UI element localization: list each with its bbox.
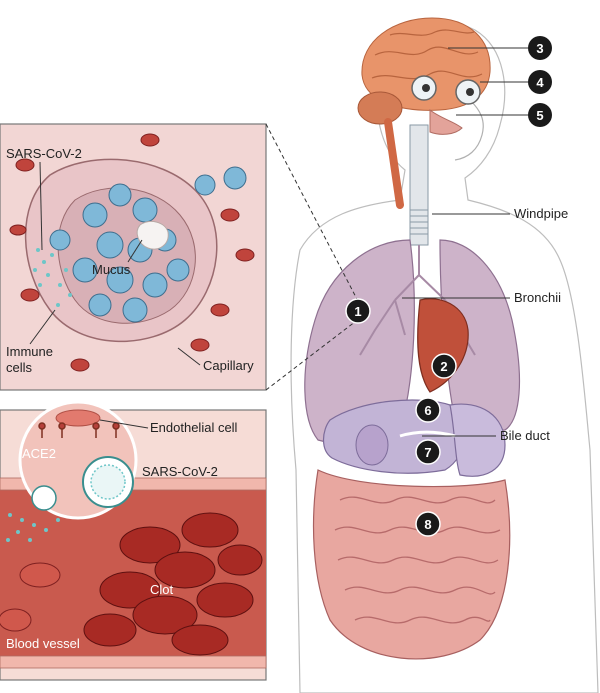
label-clot: Clot bbox=[150, 582, 174, 597]
mucus-blob bbox=[136, 221, 169, 250]
gallbladder bbox=[355, 424, 389, 466]
badge-5: 5 bbox=[528, 103, 552, 127]
badge-4: 4 bbox=[528, 70, 552, 94]
inset-connector-bottom bbox=[265, 317, 361, 391]
face-outline bbox=[454, 99, 484, 161]
label-sars-cov-2-lung: SARS-CoV-2 bbox=[6, 146, 82, 161]
abdomen-upper bbox=[322, 399, 506, 477]
label-ace2: ACE2 bbox=[22, 446, 56, 461]
badge-2: 2 bbox=[431, 353, 457, 379]
virus-particles-vessel bbox=[6, 513, 60, 542]
intestines bbox=[312, 469, 511, 660]
blood-vessel-inset: Endothelial cell ACE2 SARS-CoV-2 Clot Bl… bbox=[0, 400, 267, 681]
throat bbox=[384, 118, 404, 209]
lungs bbox=[304, 239, 521, 444]
virus-particles-lung bbox=[33, 248, 72, 307]
free-red-cells bbox=[0, 562, 61, 632]
windpipe bbox=[409, 124, 429, 246]
clot bbox=[83, 512, 263, 656]
bile-duct-path bbox=[399, 430, 456, 438]
sars-cov-2-small bbox=[31, 485, 57, 511]
label-bronchii: Bronchii bbox=[514, 290, 561, 305]
svg-text:8: 8 bbox=[424, 517, 431, 532]
svg-text:7: 7 bbox=[424, 445, 431, 460]
label-windpipe: Windpipe bbox=[514, 206, 568, 221]
ace2-receptors bbox=[38, 422, 120, 438]
label-capillary: Capillary bbox=[203, 358, 254, 373]
lung-left bbox=[304, 239, 415, 444]
badge-7: 7 bbox=[415, 439, 441, 465]
badge-3: 3 bbox=[528, 36, 552, 60]
svg-text:1: 1 bbox=[354, 304, 361, 319]
svg-text:4: 4 bbox=[536, 75, 544, 90]
svg-text:3: 3 bbox=[536, 41, 543, 56]
badge-1: 1 bbox=[345, 298, 371, 324]
badge-6: 6 bbox=[415, 397, 441, 423]
label-endothelial-cell: Endothelial cell bbox=[150, 420, 238, 435]
inset-connector-top bbox=[265, 123, 361, 306]
head bbox=[357, 17, 491, 209]
svg-text:2: 2 bbox=[440, 359, 447, 374]
stomach bbox=[449, 403, 506, 477]
nasal-passage bbox=[429, 108, 463, 135]
label-immune-line2: cells bbox=[6, 360, 33, 375]
label-mucus: Mucus bbox=[92, 262, 131, 277]
label-sars-cov-2-vessel: SARS-CoV-2 bbox=[142, 464, 218, 479]
lung-inset: SARS-CoV-2 Mucus Immune cells Capillary bbox=[0, 123, 267, 391]
svg-text:5: 5 bbox=[536, 108, 543, 123]
brain-folds bbox=[371, 29, 483, 80]
red-blood-cells bbox=[9, 133, 255, 372]
svg-text:6: 6 bbox=[424, 403, 431, 418]
badge-8: 8 bbox=[415, 511, 441, 537]
label-immune-line1: Immune bbox=[6, 344, 53, 359]
cerebellum bbox=[357, 91, 403, 125]
label-bile-duct: Bile duct bbox=[500, 428, 550, 443]
label-blood-vessel: Blood vessel bbox=[6, 636, 80, 651]
